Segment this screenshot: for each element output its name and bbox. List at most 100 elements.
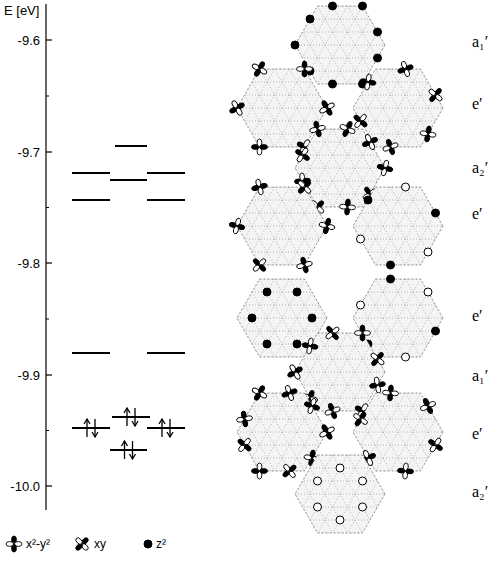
orbital-lobe: [428, 88, 437, 97]
grid-line: [361, 227, 466, 409]
z2-orbital: [314, 503, 322, 511]
d-orbital: [6, 536, 22, 552]
energy-level: [147, 172, 185, 174]
axis-tick: [46, 485, 52, 486]
orbital-lobe: [233, 226, 240, 235]
legend-text: xy: [94, 538, 106, 550]
axis-title: E [eV]: [4, 4, 39, 17]
grid-line: [295, 6, 385, 7]
z2-orbital: [263, 288, 271, 296]
grid-line: [353, 187, 443, 188]
d-orbital: [322, 401, 343, 422]
d-orbital: [316, 97, 338, 119]
d-orbital: [317, 216, 337, 236]
d-orbital: [284, 361, 306, 383]
electron-arrow: [134, 408, 135, 426]
orbital-lobe: [251, 185, 260, 192]
electron-arrow-head: [124, 408, 130, 413]
energy-level: [72, 352, 110, 354]
orbital-lobe: [75, 537, 84, 546]
orbital-lobe: [235, 107, 243, 116]
z2-orbital: [424, 288, 432, 296]
grid-line: [376, 341, 481, 523]
energy-level: [110, 179, 147, 181]
grid-line: [333, 403, 438, 564]
energy-level: [110, 449, 147, 451]
d-orbital: [295, 255, 315, 275]
grid-line: [237, 213, 327, 214]
d-orbital: [316, 421, 338, 443]
d-orbital: [249, 382, 271, 404]
orbital-lobe: [359, 119, 368, 128]
orbital-lobe: [397, 67, 406, 74]
legend-text: z²: [156, 538, 166, 550]
orbital-lobe: [332, 406, 341, 413]
grid-line: [237, 305, 327, 306]
grid-line: [318, 403, 423, 564]
grid-line: [353, 265, 443, 266]
z2-orbital: [336, 464, 344, 472]
grid-line: [391, 17, 496, 199]
symmetry-label: e′: [472, 96, 483, 112]
electron-arrow-head: [84, 419, 90, 424]
d-orbital: [279, 383, 300, 404]
symmetry-label: a₁′: [472, 34, 488, 50]
orbital-lobe: [306, 346, 312, 354]
orbital-lobe: [260, 145, 268, 150]
energy-level: [72, 172, 110, 174]
electron-arrow-head: [122, 441, 128, 446]
grid-line: [295, 333, 385, 334]
tick-label: -9.8: [18, 257, 40, 270]
electron-arrow: [124, 441, 125, 459]
grid-line: [295, 507, 385, 508]
grid-line: [391, 341, 496, 523]
orbital-lobe: [310, 450, 316, 458]
orbital-lobe: [364, 82, 370, 90]
z2-orbital: [308, 314, 316, 322]
electron-arrow-head: [167, 432, 173, 437]
electron-arrow-head: [130, 454, 136, 459]
orbital-lobe: [325, 331, 334, 340]
orbital-lobe: [426, 126, 432, 134]
z2-orbital: [357, 301, 365, 309]
z2-orbital: [359, 2, 367, 10]
orbital-lobe: [422, 398, 430, 407]
z2-orbital: [329, 80, 337, 88]
d-orbital: [424, 84, 447, 107]
grid-line: [303, 403, 408, 564]
orbital-lobe: [297, 67, 305, 72]
grid-line: [237, 445, 327, 446]
orbital-lobe: [382, 390, 390, 395]
d-orbital: [355, 325, 371, 341]
orbital-lobe: [288, 464, 297, 473]
z2-orbital: [432, 327, 440, 335]
electron-arrow: [132, 441, 133, 459]
electron-arrow: [161, 419, 162, 437]
d-orbital: [321, 322, 344, 345]
triangular-grid: [243, 403, 438, 564]
grid-line: [376, 17, 481, 199]
z2-orbital: [306, 15, 314, 23]
grid-line: [237, 279, 327, 280]
grid-line: [258, 403, 363, 564]
d-orbital: [233, 434, 256, 457]
energy-axis: [45, 4, 46, 510]
orbital-lobe: [406, 469, 414, 474]
orbital-lobe: [242, 419, 248, 427]
d-orbital: [302, 396, 323, 417]
electron-arrow: [169, 419, 170, 437]
d-orbital: [359, 131, 380, 152]
orbital-lobe: [325, 218, 332, 227]
energy-level: [112, 416, 150, 418]
grid-line: [237, 69, 327, 70]
z2-orbital: [329, 2, 337, 10]
grid-line: [288, 403, 393, 564]
grid-line: [353, 239, 443, 240]
axis-tick: [46, 262, 52, 263]
grid-line: [391, 341, 496, 523]
symmetry-label: e′: [472, 426, 483, 442]
z2-orbital: [336, 516, 344, 524]
d-orbital: [349, 408, 371, 430]
d-orbital: [382, 384, 399, 401]
